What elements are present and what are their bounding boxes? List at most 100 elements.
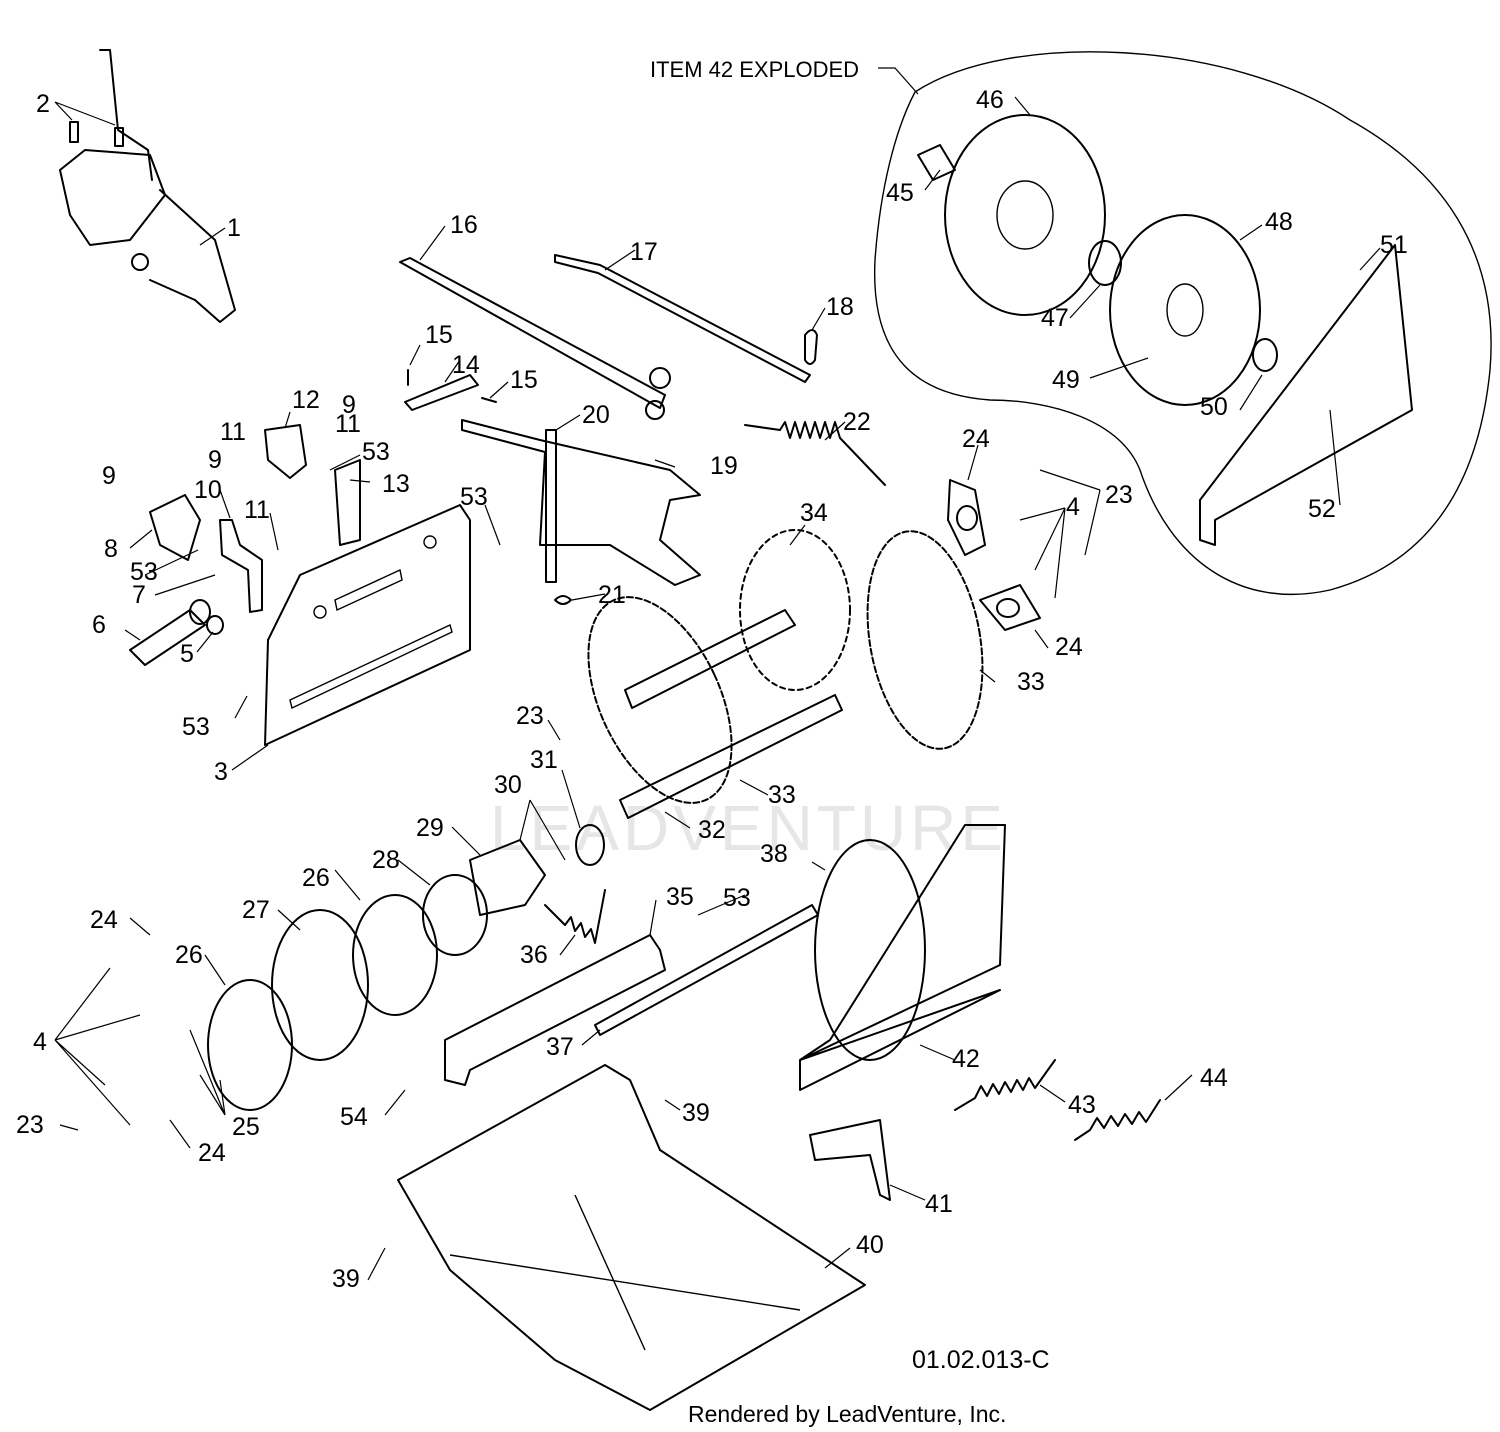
callout-53e: 53 [723, 884, 751, 912]
callout-53b: 53 [130, 558, 158, 586]
part-disc-26-front [207, 979, 293, 1111]
callout-15a: 15 [425, 321, 453, 349]
watermark: LEADVENTURE [490, 792, 1007, 864]
part-bar-35 [444, 934, 666, 1086]
part-bracket-51 [1199, 244, 1413, 546]
callout-11b: 11 [335, 410, 361, 438]
part-clip-21 [554, 595, 572, 605]
part-bolts-2 [69, 121, 124, 147]
callout-42: 42 [952, 1045, 980, 1073]
callout-15b: 15 [510, 366, 538, 394]
part-shift-lever [59, 49, 236, 323]
callout-9c: 9 [342, 391, 356, 419]
callout-23a: 23 [516, 702, 544, 730]
callout-35: 35 [666, 883, 694, 911]
callout-38: 38 [760, 840, 788, 868]
part-bracket-10 [219, 519, 263, 613]
part-spring-22 [744, 421, 886, 486]
part-pin-20 [545, 429, 557, 583]
callout-46: 46 [976, 86, 1004, 114]
credit-line: Rendered by LeadVenture, Inc. [688, 1401, 1006, 1427]
part-shaft-16 [399, 257, 671, 420]
callout-9b: 9 [208, 446, 222, 474]
callout-26b: 26 [302, 864, 330, 892]
exploded-label: ITEM 42 EXPLODED [650, 57, 859, 82]
callout-5: 5 [180, 640, 194, 668]
callout-37: 37 [546, 1033, 574, 1061]
callout-26a: 26 [175, 941, 203, 969]
part-bearing-24-right [947, 479, 1041, 631]
callout-51: 51 [1380, 231, 1408, 259]
callout-39b: 39 [332, 1265, 360, 1293]
callout-18: 18 [826, 293, 854, 321]
callout-7: 7 [132, 581, 146, 609]
callout-14: 14 [452, 351, 480, 379]
part-belt-27 [271, 909, 369, 1061]
part-arm-6 [129, 599, 224, 666]
callout-32: 32 [698, 816, 726, 844]
callout-41: 41 [925, 1190, 953, 1218]
callout-23b: 23 [1105, 481, 1133, 509]
callout-23c: 23 [16, 1111, 44, 1139]
part-bracket-41 [809, 1119, 891, 1201]
callout-19: 19 [710, 452, 738, 480]
callout-16: 16 [450, 211, 478, 239]
callout-24d: 24 [198, 1139, 226, 1167]
callout-49: 49 [1052, 366, 1080, 394]
callout-21: 21 [598, 581, 626, 609]
part-pulley-assembly-42 [799, 824, 1006, 1091]
callout-24b: 24 [1055, 633, 1083, 661]
callout-50: 50 [1200, 393, 1228, 421]
part-pulley-half-46 [944, 114, 1106, 316]
callout-40: 40 [856, 1231, 884, 1259]
callout-48: 48 [1265, 208, 1293, 236]
callout-13: 13 [382, 470, 410, 498]
callout-45: 45 [886, 179, 914, 207]
callout-29: 29 [416, 814, 444, 842]
part-rod-17 [554, 254, 811, 383]
part-clip-18 [804, 329, 818, 365]
callout-28: 28 [372, 846, 400, 874]
part-rod-37 [594, 904, 819, 1036]
part-housing-29 [469, 839, 546, 916]
callout-53c: 53 [460, 483, 488, 511]
callout-47: 47 [1041, 304, 1069, 332]
callout-2: 2 [36, 90, 50, 118]
callout-53d: 53 [182, 713, 210, 741]
part-plate-8 [149, 494, 201, 561]
part-plate-48 [1109, 214, 1261, 406]
callout-31: 31 [530, 746, 558, 774]
callout-9a: 9 [102, 462, 116, 490]
exploded-region-outline [873, 51, 1492, 595]
part-bearing-47 [1088, 240, 1122, 286]
part-clutch-28 [422, 874, 488, 956]
part-bracket-13 [334, 459, 361, 546]
callout-22: 22 [843, 408, 871, 436]
part-spring-36 [544, 889, 606, 944]
callout-11c: 11 [244, 496, 270, 524]
callout-4a: 4 [1066, 493, 1080, 521]
part-chain-33b [866, 530, 984, 750]
part-rod-14 [404, 374, 479, 411]
callout-30: 30 [494, 771, 522, 799]
callout-34: 34 [800, 499, 828, 527]
part-pin-15b [481, 397, 497, 403]
callout-25: 25 [232, 1113, 260, 1141]
callout-4b: 4 [33, 1028, 47, 1056]
part-lever-19 [461, 419, 701, 586]
part-spring-43 [954, 1059, 1056, 1111]
part-frame-plate [264, 504, 471, 746]
callout-6: 6 [92, 611, 106, 639]
part-plate-12 [264, 424, 307, 479]
callout-33a: 33 [768, 781, 796, 809]
callout-27: 27 [242, 896, 270, 924]
callout-labels: 1 2 3 4 4 5 6 7 8 9 9 9 10 11 11 11 12 1… [16, 86, 1408, 1293]
callout-20: 20 [582, 401, 610, 429]
part-cover-40 [397, 1064, 866, 1411]
callout-1: 1 [227, 214, 241, 242]
callout-33b: 33 [1017, 668, 1045, 696]
part-sprocket-34 [739, 529, 851, 691]
part-bushing-50 [1252, 338, 1278, 372]
callout-52: 52 [1308, 495, 1336, 523]
